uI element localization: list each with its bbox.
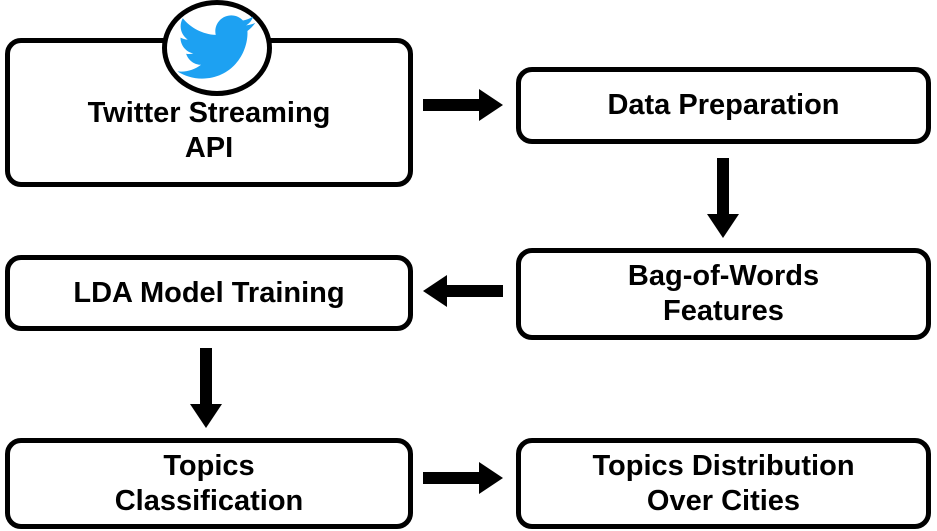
arrow-lda-to-classification <box>190 348 222 428</box>
arrow-preparation-to-bow <box>707 158 739 238</box>
node-label-line1: Bag-of-Words <box>627 260 820 292</box>
topics-classification-node: Topics Classification <box>5 438 413 529</box>
node-label-line2: Features <box>663 295 784 327</box>
arrow-api-to-preparation <box>423 89 503 121</box>
arrow-classification-to-distribution <box>423 462 503 494</box>
arrow-bow-to-lda <box>423 275 503 307</box>
lda-model-training-node: LDA Model Training <box>5 255 413 331</box>
node-label-line1: Topics <box>163 449 255 482</box>
topics-distribution-over-cities-node: Topics Distribution Over Cities <box>516 438 931 529</box>
bag-of-words-features-node: Bag-of-Words Features <box>516 248 931 340</box>
node-label-line2: Over Cities <box>646 484 801 517</box>
node-label-line1: Topics Distribution <box>592 449 855 482</box>
twitter-bird-icon <box>177 15 256 79</box>
node-label-line2: Classification <box>114 484 304 517</box>
node-label-line1: Twitter Streaming <box>87 96 331 129</box>
node-label-line1: LDA Model Training <box>73 276 345 309</box>
node-label-line1: Data Preparation <box>607 89 840 121</box>
twitter-logo-badge <box>162 0 272 96</box>
data-preparation-node: Data Preparation <box>516 67 931 144</box>
node-label-line2: API <box>184 131 234 164</box>
